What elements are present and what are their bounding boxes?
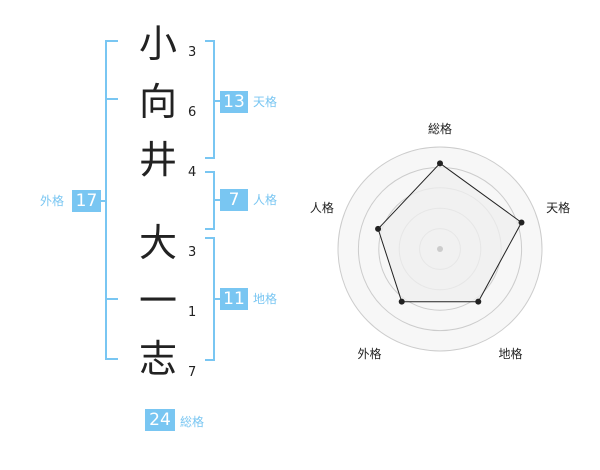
radar-point-4 bbox=[398, 298, 405, 305]
radar-axis-label-2: 天格 bbox=[546, 200, 570, 215]
soukaku-value-badge: 24 bbox=[145, 409, 175, 431]
jinkaku-value-badge: 7 bbox=[220, 189, 248, 211]
name-char-4: 大 bbox=[138, 221, 177, 265]
radar-axis-label-4: 外格 bbox=[357, 346, 381, 361]
radar-point-3 bbox=[475, 298, 482, 305]
chikaku-value-badge: 11 bbox=[220, 288, 248, 310]
tenkaku-label: 天格 bbox=[253, 95, 278, 109]
gaikaku-label: 外格 bbox=[40, 194, 65, 208]
stroke-count-5: 1 bbox=[188, 305, 197, 320]
radar-center-point bbox=[437, 246, 443, 252]
radar-point-1 bbox=[437, 160, 443, 167]
stroke-count-3: 4 bbox=[188, 165, 197, 180]
name-char-6: 志 bbox=[138, 337, 177, 381]
tenkaku-value-badge: 13 bbox=[220, 91, 248, 113]
radar-point-2 bbox=[518, 219, 525, 226]
stroke-count-1: 3 bbox=[188, 45, 197, 60]
radar-point-5 bbox=[375, 225, 382, 232]
name-char-5: 一 bbox=[138, 279, 177, 323]
radar-axis-label-3: 地格 bbox=[499, 346, 523, 361]
name-char-3: 井 bbox=[138, 138, 177, 182]
tenkaku-bracket bbox=[205, 40, 215, 159]
radar-axis-label-1: 総格 bbox=[428, 121, 452, 136]
name-char-2: 向 bbox=[138, 80, 177, 124]
radar-axis-label-5: 人格 bbox=[310, 200, 334, 215]
stroke-count-6: 7 bbox=[188, 365, 197, 380]
name-char-1: 小 bbox=[138, 22, 177, 66]
stroke-count-2: 6 bbox=[188, 105, 197, 120]
radar-data-polygon bbox=[377, 162, 523, 303]
chikaku-label: 地格 bbox=[253, 292, 278, 306]
jinkaku-label: 人格 bbox=[253, 193, 278, 207]
soukaku-label: 総格 bbox=[180, 415, 205, 429]
radar-ring-5 bbox=[337, 146, 543, 352]
stroke-count-4: 3 bbox=[188, 245, 197, 260]
gaikaku-value-badge: 17 bbox=[72, 190, 101, 212]
